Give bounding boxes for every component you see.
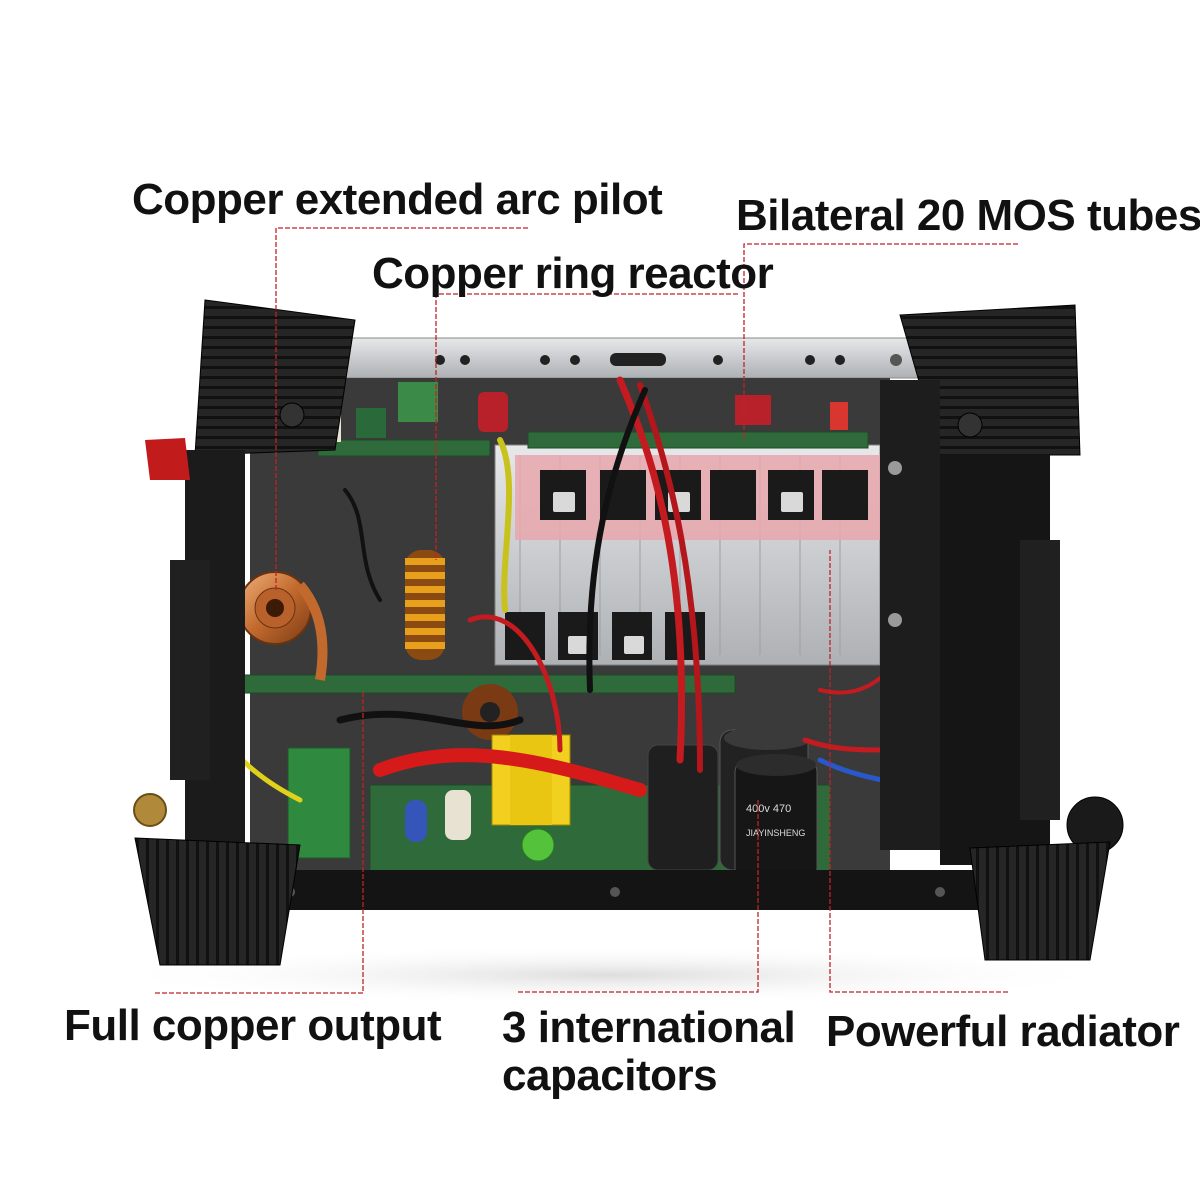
callout-capacitors-line1: 3 international — [502, 1003, 796, 1052]
top-rail — [309, 337, 951, 379]
left-case-panel — [133, 299, 356, 850]
capacitor-rating: 400v 470 — [746, 803, 791, 815]
leader-radiator — [829, 550, 1008, 993]
callout-radiator: Powerful radiator — [826, 1007, 1180, 1056]
leader-capacitors — [518, 800, 759, 993]
right-case-panel — [880, 304, 1124, 865]
callout-capacitors-line2: capacitors — [502, 1050, 718, 1100]
capacitors: 400v 470 JIAYINSHENG — [647, 726, 818, 881]
leader-mos-tubes — [743, 243, 1018, 440]
transformer — [491, 734, 571, 826]
callout-arc-pilot: Copper extended arc pilot — [132, 175, 663, 224]
callout-capacitors: 3 international capacitors — [502, 1003, 796, 1100]
copper-ring-reactor — [405, 550, 445, 660]
wiring — [210, 376, 993, 823]
callout-mos-tubes: Bilateral 20 MOS tubes — [736, 191, 1200, 240]
leader-ring-reactor — [435, 293, 738, 560]
leader-lines — [155, 227, 1018, 994]
callout-copper-output: Full copper output — [64, 1001, 442, 1050]
leader-arc-pilot — [275, 227, 528, 590]
callout-ring-reactor: Copper ring reactor — [372, 249, 774, 298]
leader-copper-output — [155, 690, 364, 994]
copper-arc-pilot-coil — [238, 571, 328, 681]
capacitor-brand: JIAYINSHENG — [746, 828, 805, 838]
base-frame — [134, 837, 1111, 966]
